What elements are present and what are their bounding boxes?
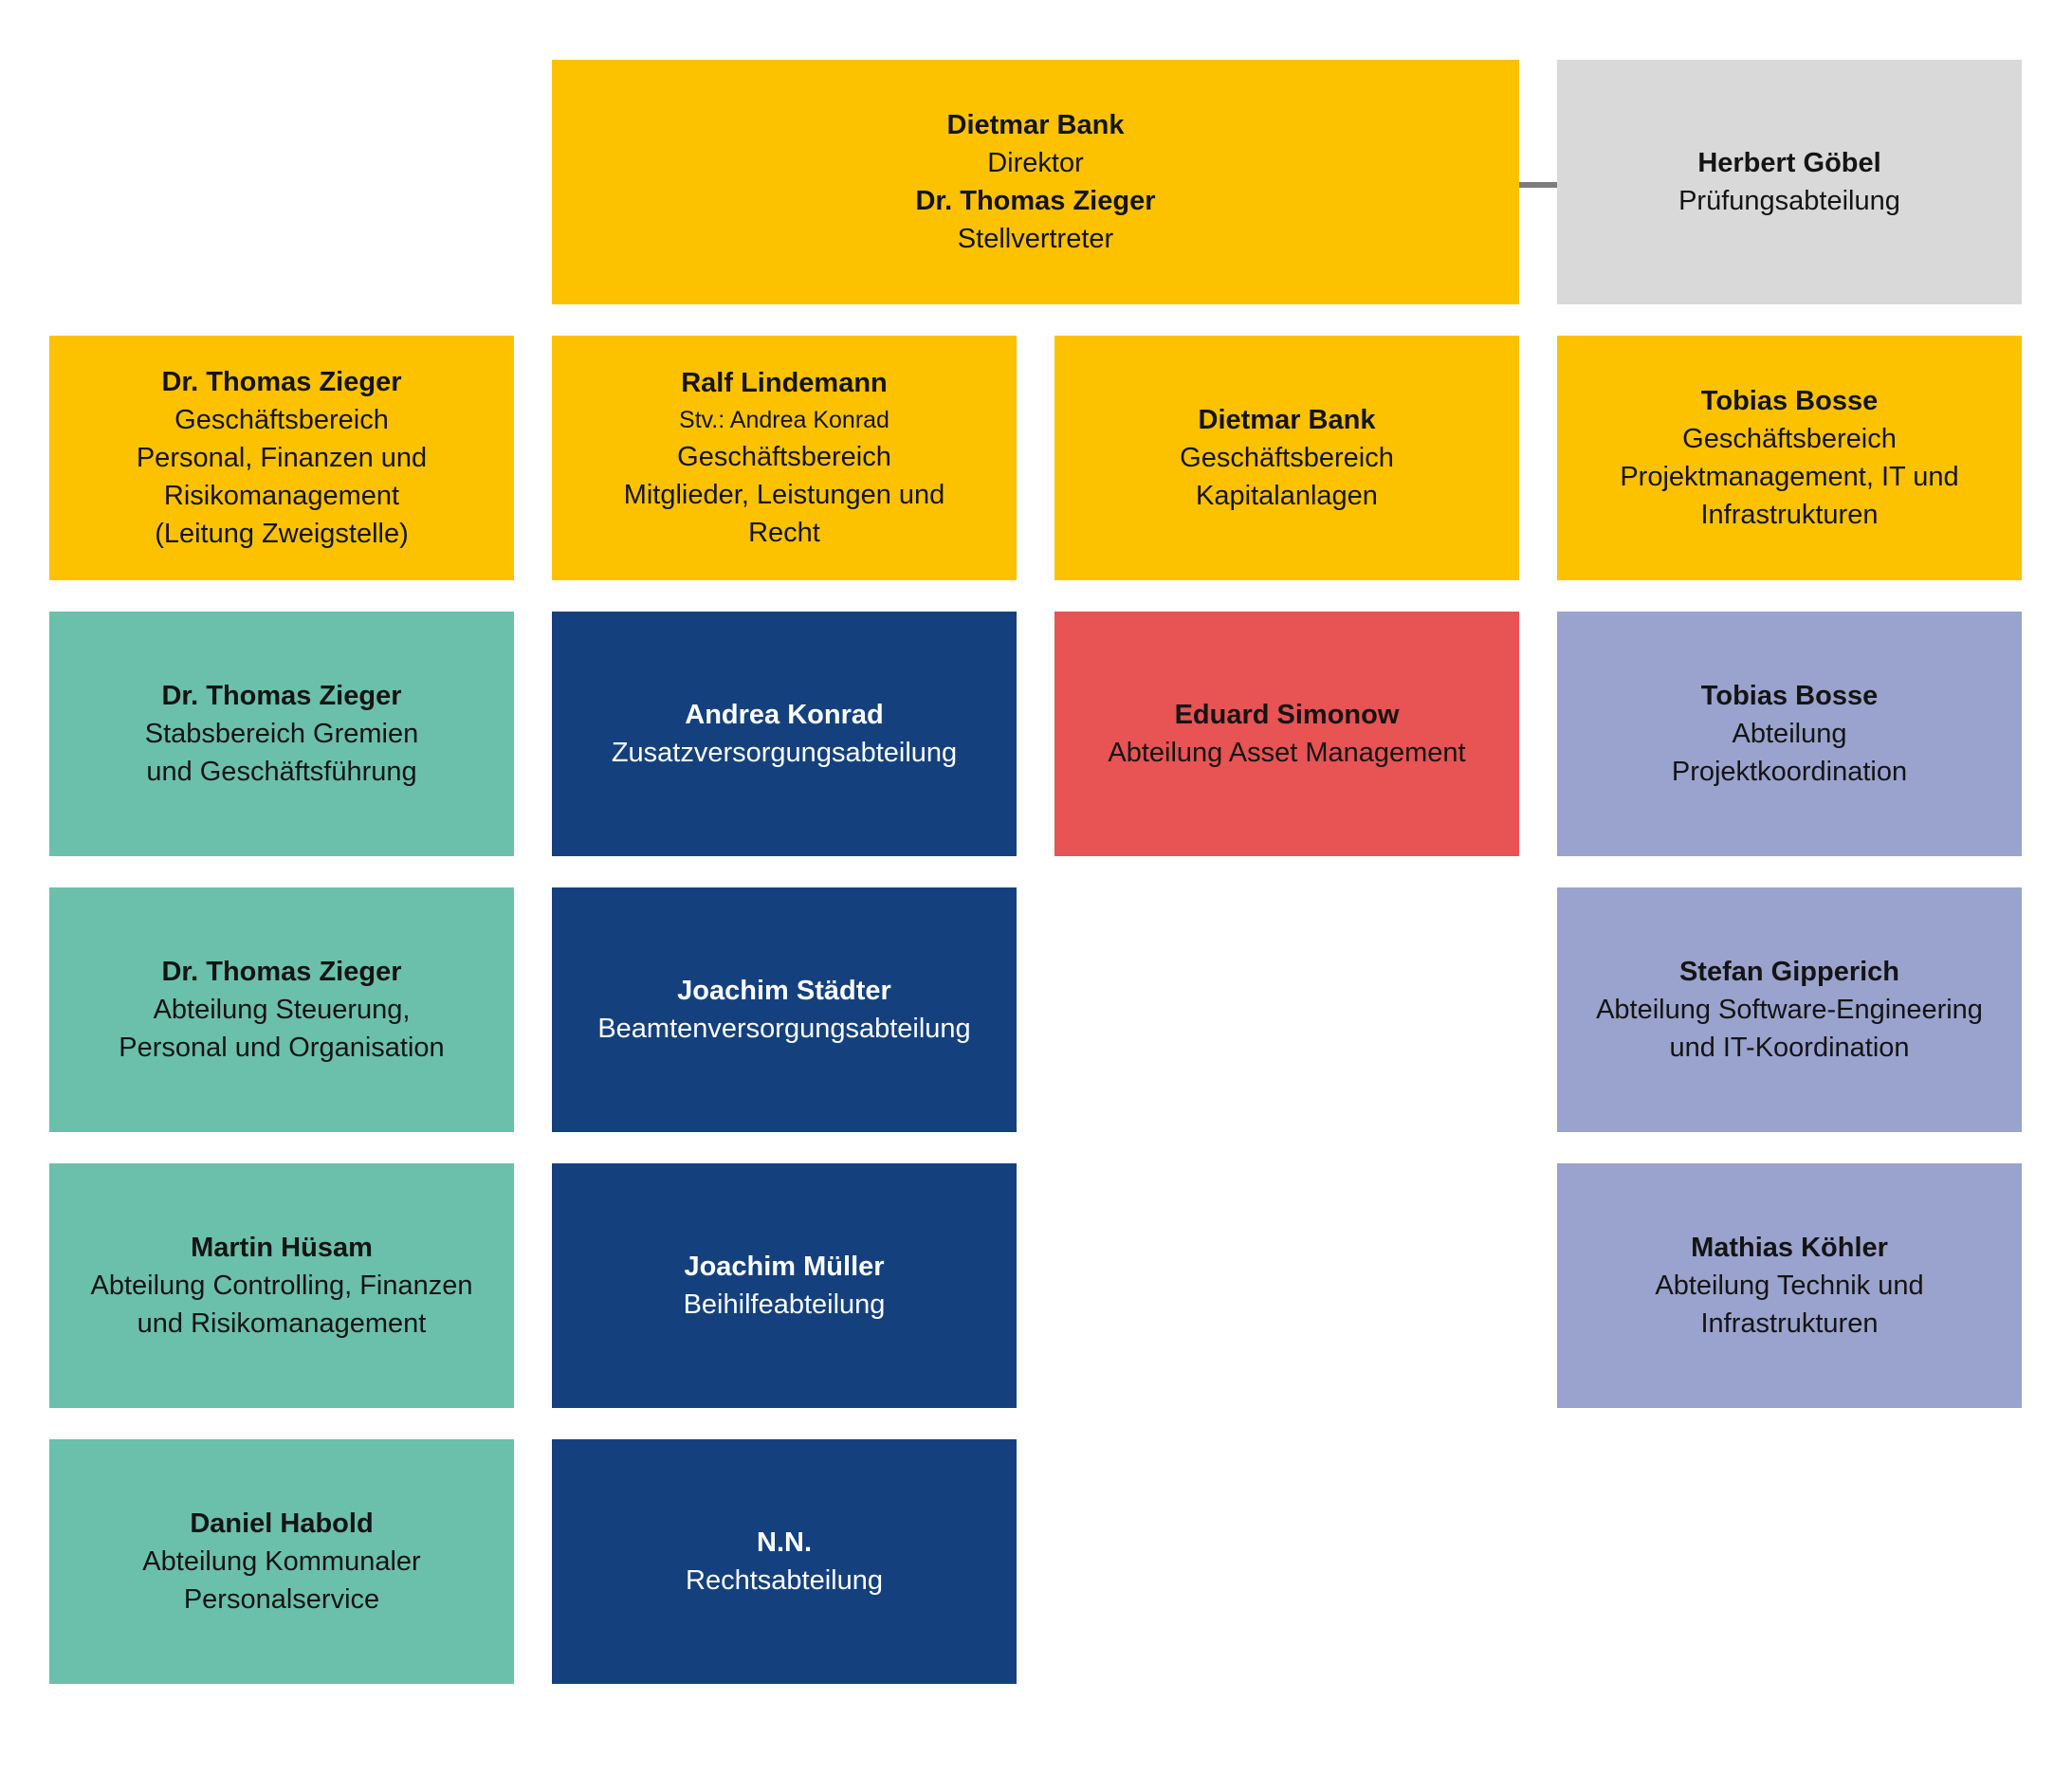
org-node-beamtenversorgungsabteilung-line-0: Joachim Städter (677, 976, 891, 1006)
org-node-abteilung-controlling-finanzen-risikomanagement-line-1: Abteilung Controlling, Finanzen (90, 1271, 473, 1301)
org-node-gb-kapitalanlagen-line-2: Kapitalanlagen (1196, 481, 1378, 511)
org-node-beihilfeabteilung-line-1: Beihilfeabteilung (683, 1289, 886, 1320)
org-node-rechtsabteilung-line-0: N.N. (757, 1527, 812, 1558)
org-node-gb-mitglieder-leistungen-recht-line-1: Stv.: Andrea Konrad (679, 407, 889, 433)
org-node-zusatzversorgungsabteilung-line-0: Andrea Konrad (685, 700, 884, 730)
org-node-gb-projektmanagement-it-infrastrukturen-line-0: Tobias Bosse (1700, 386, 1879, 416)
org-node-gb-personal-finanzen-risikomanagement-line-4: (Leitung Zweigstelle) (155, 519, 409, 549)
org-node-rechtsabteilung: N.N. Rechtsabteilung (552, 1439, 1017, 1684)
org-node-beamtenversorgungsabteilung-line-1: Beamtenversorgungsabteilung (597, 1014, 971, 1044)
org-node-stabsbereich-gremien-geschaeftsfuehrung-line-2: und Geschäftsführung (146, 757, 417, 787)
org-node-abteilung-technik-infrastrukturen-line-2: Infrastrukturen (1700, 1308, 1879, 1339)
org-node-pruefungsabteilung-line-1: Prüfungsabteilung (1678, 186, 1900, 216)
org-node-abteilung-kommunaler-personalservice-line-0: Daniel Habold (190, 1509, 374, 1539)
org-node-abteilung-software-engineering-it-koordination-line-0: Stefan Gipperich (1678, 957, 1900, 987)
org-node-abteilung-controlling-finanzen-risikomanagement-line-2: und Risikomanagement (137, 1308, 427, 1339)
org-node-direktor-line-3: Stellvertreter (957, 224, 1114, 254)
org-node-abteilung-asset-management-line-1: Abteilung Asset Management (1108, 738, 1466, 768)
org-node-gb-personal-finanzen-risikomanagement-line-2: Personal, Finanzen und (136, 443, 428, 473)
org-node-abteilung-steuerung-personal-organisation-line-0: Dr. Thomas Zieger (161, 957, 402, 987)
org-node-gb-projektmanagement-it-infrastrukturen-line-1: Geschäftsbereich (1682, 424, 1897, 454)
org-node-abteilung-projektkoordination-line-2: Projektkoordination (1671, 757, 1908, 787)
org-node-gb-kapitalanlagen-line-1: Geschäftsbereich (1180, 443, 1394, 473)
org-node-stabsbereich-gremien-geschaeftsfuehrung-line-1: Stabsbereich Gremien (144, 719, 419, 749)
org-node-zusatzversorgungsabteilung-line-1: Zusatzversorgungsabteilung (611, 738, 958, 768)
org-node-gb-kapitalanlagen-line-0: Dietmar Bank (1198, 405, 1376, 435)
org-node-direktor-line-1: Direktor (987, 148, 1084, 178)
org-node-stabsbereich-gremien-geschaeftsfuehrung-line-0: Dr. Thomas Zieger (161, 681, 402, 711)
org-node-gb-personal-finanzen-risikomanagement-line-1: Geschäftsbereich (174, 405, 389, 435)
org-node-gb-personal-finanzen-risikomanagement-line-3: Risikomanagement (163, 481, 400, 511)
org-node-gb-projektmanagement-it-infrastrukturen-line-3: Infrastrukturen (1700, 500, 1879, 530)
org-node-rechtsabteilung-line-1: Rechtsabteilung (686, 1565, 883, 1596)
org-node-abteilung-steuerung-personal-organisation-line-1: Abteilung Steuerung, (153, 995, 411, 1025)
org-node-gb-projektmanagement-it-infrastrukturen-line-2: Projektmanagement, IT und (1620, 462, 1959, 492)
org-node-abteilung-technik-infrastrukturen-line-1: Abteilung Technik und (1655, 1271, 1924, 1301)
org-node-direktor-line-2: Dr. Thomas Zieger (915, 186, 1156, 216)
org-node-gb-mitglieder-leistungen-recht-line-0: Ralf Lindemann (681, 368, 888, 398)
org-node-direktor-line-0: Dietmar Bank (946, 110, 1125, 140)
org-node-abteilung-software-engineering-it-koordination-line-1: Abteilung Software-Engineering (1596, 995, 1983, 1025)
org-node-beihilfeabteilung-line-0: Joachim Müller (684, 1252, 885, 1282)
org-node-gb-mitglieder-leistungen-recht-line-3: Mitglieder, Leistungen und (623, 480, 945, 510)
connector-line (1512, 182, 1565, 188)
org-node-abteilung-steuerung-personal-organisation-line-2: Personal und Organisation (119, 1033, 445, 1063)
org-node-abteilung-asset-management-line-0: Eduard Simonow (1174, 700, 1400, 730)
org-node-abteilung-technik-infrastrukturen-line-0: Mathias Köhler (1691, 1233, 1888, 1263)
org-node-abteilung-software-engineering-it-koordination-line-2: und IT-Koordination (1669, 1033, 1910, 1063)
org-node-abteilung-projektkoordination-line-1: Abteilung (1732, 719, 1847, 749)
org-node-gb-mitglieder-leistungen-recht-line-2: Geschäftsbereich (677, 442, 891, 472)
org-node-gb-mitglieder-leistungen-recht-line-4: Recht (748, 518, 820, 548)
org-node-pruefungsabteilung-line-0: Herbert Göbel (1697, 148, 1881, 178)
org-node-abteilung-kommunaler-personalservice-line-1: Abteilung Kommunaler (142, 1546, 421, 1577)
org-node-abteilung-controlling-finanzen-risikomanagement-line-0: Martin Hüsam (191, 1233, 373, 1263)
org-node-abteilung-kommunaler-personalservice-line-2: Personalservice (183, 1584, 380, 1615)
org-node-abteilung-projektkoordination-line-0: Tobias Bosse (1700, 681, 1879, 711)
org-node-gb-personal-finanzen-risikomanagement-line-0: Dr. Thomas Zieger (161, 367, 402, 397)
